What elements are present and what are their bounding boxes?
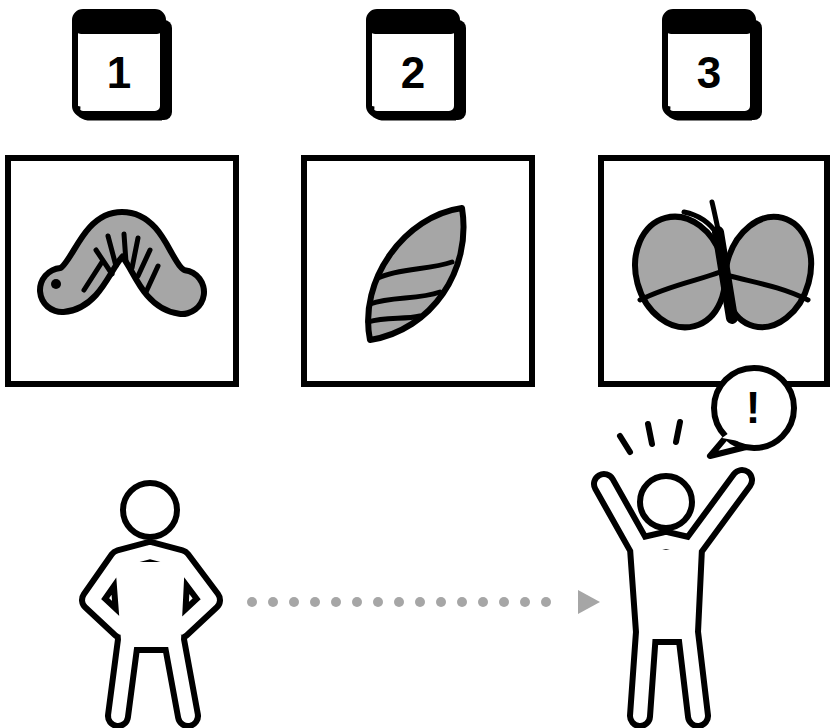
calendar-curl bbox=[78, 106, 162, 118]
calendar-top bbox=[75, 12, 163, 34]
dotted-arrow bbox=[247, 590, 600, 614]
picture-frame bbox=[601, 158, 827, 384]
caterpillar-outline bbox=[62, 234, 182, 292]
person-excited bbox=[604, 422, 742, 716]
day-number: 1 bbox=[72, 32, 166, 114]
speech-bubble: ! bbox=[708, 364, 798, 458]
calendar-curl bbox=[372, 106, 456, 118]
calendar-icon: 2 bbox=[366, 6, 472, 124]
caterpillar bbox=[51, 234, 182, 292]
day-number: 3 bbox=[662, 32, 756, 114]
calendar-top bbox=[369, 12, 457, 34]
wing-line bbox=[640, 272, 720, 300]
butterfly-body bbox=[718, 232, 732, 318]
chrysalis-body bbox=[368, 208, 463, 340]
calendar-icon: 1 bbox=[72, 6, 178, 124]
butterfly-wing bbox=[713, 207, 823, 337]
day-number: 2 bbox=[366, 32, 460, 114]
antenna bbox=[684, 212, 717, 234]
caterpillar-stripes bbox=[84, 234, 158, 292]
chrysalis bbox=[368, 208, 464, 340]
chrysalis-stripes bbox=[368, 262, 452, 322]
caterpillar-body bbox=[62, 234, 182, 292]
person-torso bbox=[124, 562, 176, 640]
person-head bbox=[123, 483, 177, 537]
wing-line bbox=[730, 276, 808, 300]
bubble-join bbox=[722, 428, 744, 442]
person-outline bbox=[92, 552, 210, 716]
calendar-curl bbox=[668, 106, 752, 118]
picture-frame bbox=[304, 158, 532, 384]
person-head bbox=[640, 476, 692, 528]
calendar-top bbox=[665, 12, 753, 34]
picture-frame bbox=[8, 158, 236, 384]
person-waiting bbox=[92, 483, 210, 716]
exclamation-mark: ! bbox=[708, 364, 798, 452]
butterfly bbox=[623, 202, 823, 337]
person-fill bbox=[92, 552, 210, 716]
person-torso bbox=[642, 550, 690, 632]
excitement-rays bbox=[620, 422, 680, 452]
antenna bbox=[712, 202, 719, 234]
caterpillar-eye bbox=[51, 279, 61, 289]
calendar-icon: 3 bbox=[662, 6, 768, 124]
butterfly-wing bbox=[623, 207, 737, 338]
